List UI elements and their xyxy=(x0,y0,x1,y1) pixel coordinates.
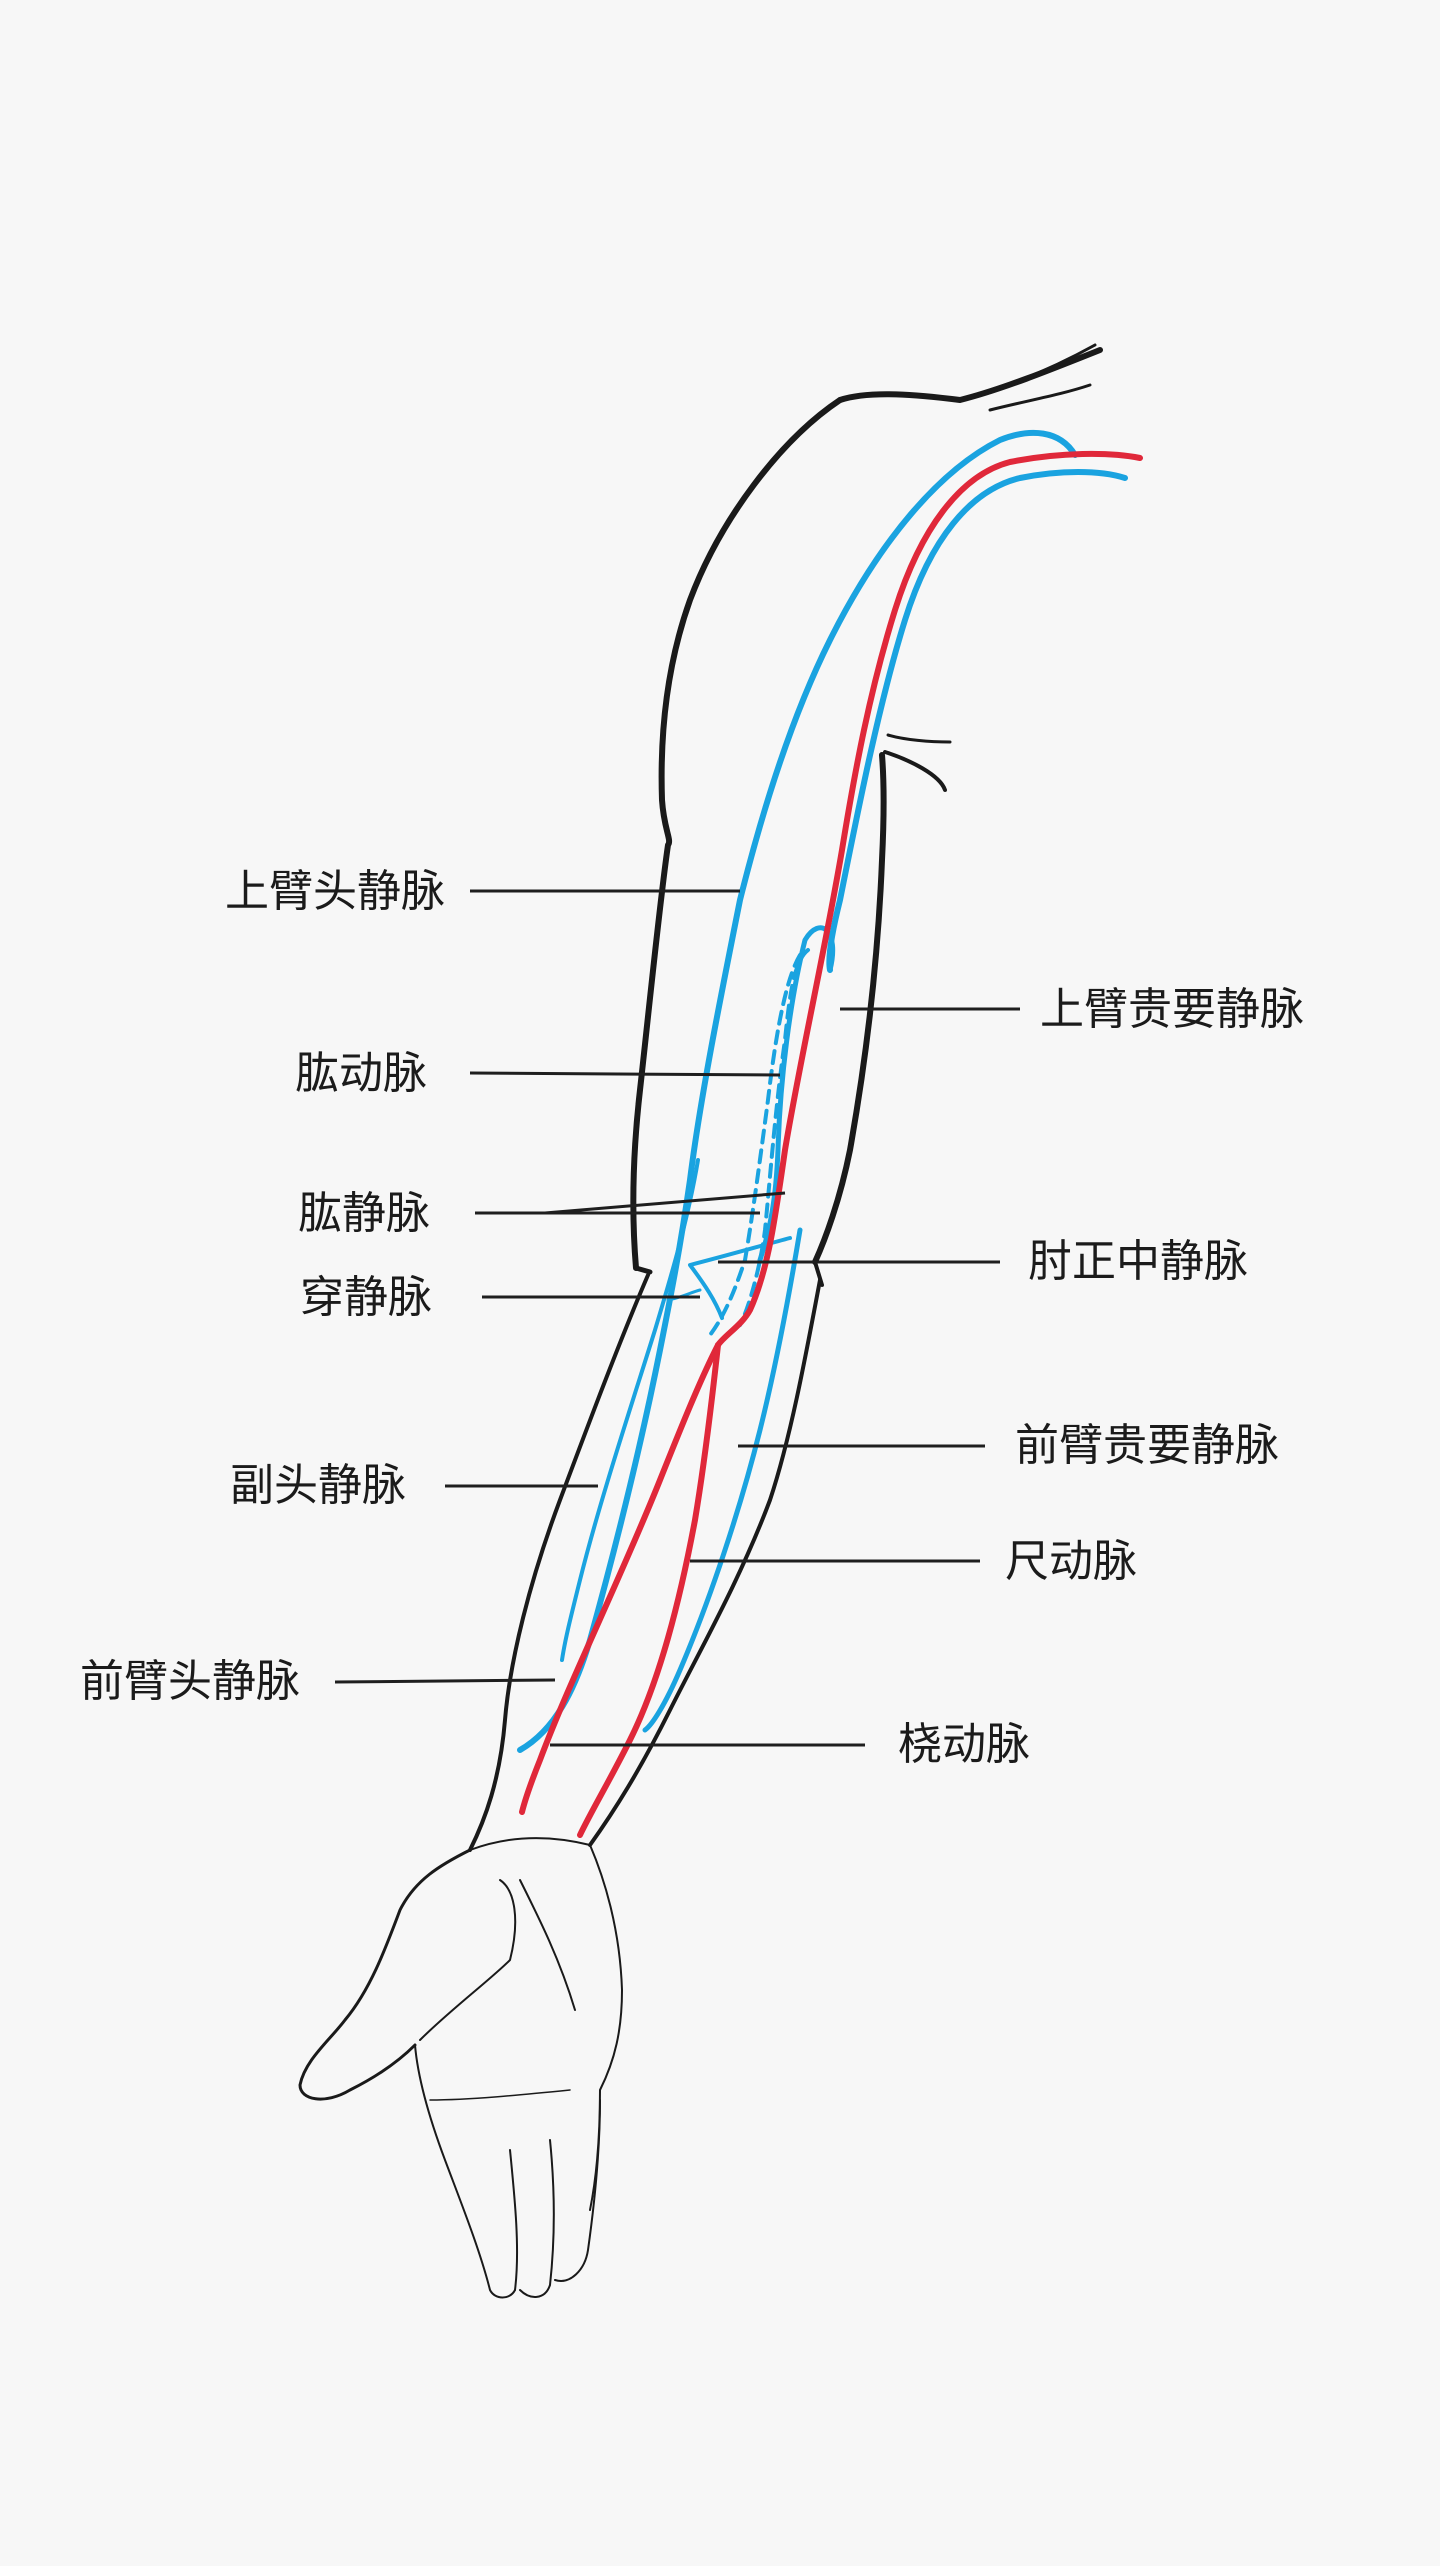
radial-artery-line xyxy=(522,1345,718,1812)
arteries xyxy=(522,454,1140,1835)
label-radial-artery: 桡动脉 xyxy=(898,1719,1030,1770)
label-basilic-vein-upper: 上臂贵要静脉 xyxy=(1040,984,1304,1035)
leader-brachial-artery xyxy=(470,1073,780,1075)
leader-cephalic-vein-forearm xyxy=(335,1680,555,1682)
leader-brachial-vein-a xyxy=(545,1193,785,1213)
brachial-vein-dashed xyxy=(740,950,808,1325)
basilic-vein-upper-line xyxy=(829,472,1125,970)
accessory-cephalic-vein-line xyxy=(562,1160,698,1660)
label-cephalic-vein-forearm: 前臂头静脉 xyxy=(80,1656,300,1707)
label-cephalic-vein-upper: 上臂头静脉 xyxy=(225,866,445,917)
label-brachial-vein: 肱静脉 xyxy=(298,1188,430,1239)
leader-lines xyxy=(335,891,1020,1745)
brachial-artery-line xyxy=(718,454,1140,1345)
label-median-cubital-vein: 肘正中静脉 xyxy=(1028,1236,1248,1287)
label-accessory-cephalic-vein: 副头静脉 xyxy=(230,1460,406,1511)
label-basilic-vein-forearm: 前臂贵要静脉 xyxy=(1015,1420,1279,1471)
label-ulnar-artery: 尺动脉 xyxy=(1005,1536,1137,1587)
label-perforating-vein: 穿静脉 xyxy=(300,1272,432,1323)
label-brachial-artery: 肱动脉 xyxy=(295,1048,427,1099)
